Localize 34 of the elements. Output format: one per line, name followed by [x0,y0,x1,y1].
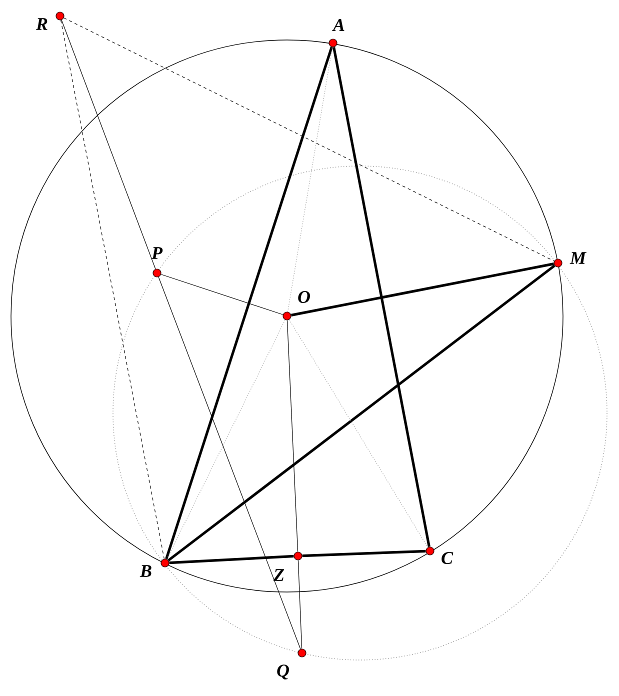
line-segment [160,274,284,315]
line-segment [60,20,164,560]
point-label: Z [273,569,284,581]
line-segment [158,276,301,650]
point [554,258,562,268]
line-segment [166,320,286,560]
point [328,38,338,48]
point-label: O [298,290,310,304]
line-segment [287,46,333,312]
point-label: P [152,247,163,259]
point [56,12,64,20]
line-segment [286,320,298,552]
point-label: Q [277,664,289,680]
line-segment [165,46,333,560]
point-label: C [442,552,454,564]
point-label: R [36,18,48,30]
point-label: M [570,252,587,264]
point [294,552,302,560]
point [152,268,162,278]
line-segment [290,262,554,316]
point [160,558,170,568]
line-segment [169,554,294,564]
line-segment [302,550,426,558]
line-segment [332,46,430,548]
point [282,312,292,320]
point [298,648,306,658]
point [426,546,434,556]
line-segment [61,20,156,270]
line-segment [298,560,302,649]
line-segment [64,18,554,262]
point-label: B [140,565,152,577]
line-segment [168,264,556,562]
point-label: A [332,19,344,31]
line-segment [288,319,428,548]
